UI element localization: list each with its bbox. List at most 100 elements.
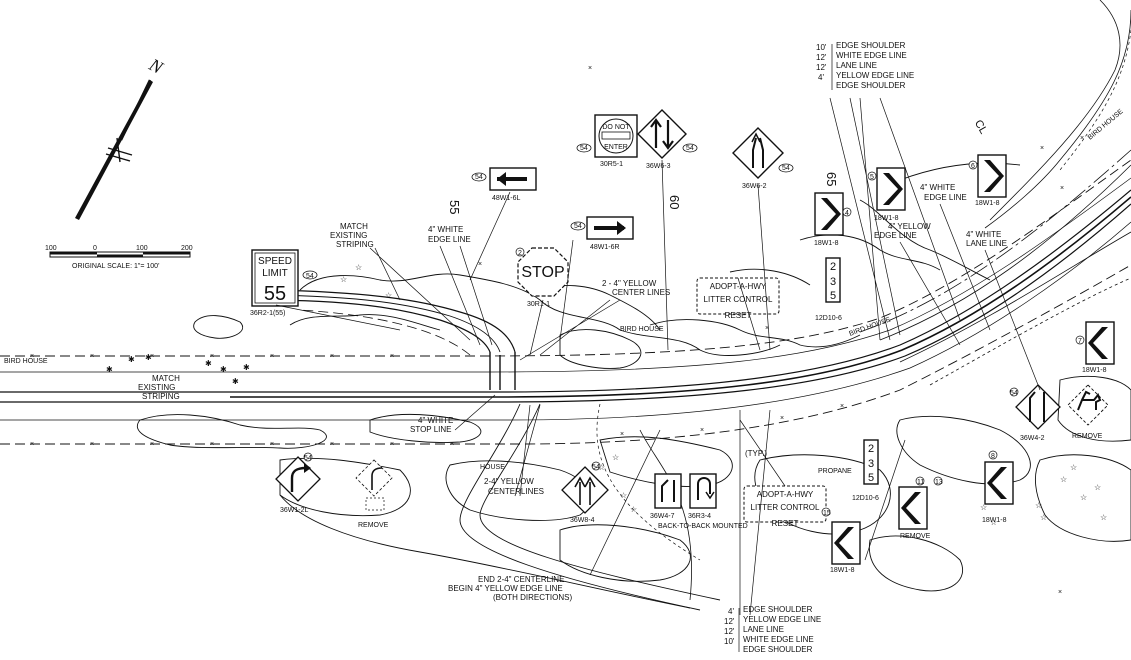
mm-b-bot: 5 — [868, 472, 874, 484]
svg-text:×: × — [1080, 135, 1084, 142]
crossroad-sign: 36W8-4 — [561, 466, 609, 524]
mm-b-mid: 3 — [868, 458, 874, 470]
svg-text:✱: ✱ — [145, 353, 152, 362]
svg-text:×: × — [588, 65, 592, 72]
north-label: N — [145, 54, 167, 78]
svg-text:×: × — [330, 353, 334, 360]
arrow-left-code: 48W1-6L — [492, 195, 521, 202]
back-to-back-signs: 36W4-7 36R3-4 BACK-TO-BACK MOUNTED — [650, 473, 748, 530]
svg-text:×: × — [1040, 145, 1044, 152]
do-not-enter-sign: DO NOT ENTER 30R5-1 54 — [576, 114, 638, 168]
speed-limit-code: 36R2-1(55) — [250, 310, 285, 317]
chevron-a-callout: 4 — [845, 210, 849, 217]
sec-top-dim-2: 12' — [816, 63, 827, 72]
speed-limit-sign: SPEED LIMIT 55 36R2-1(55) 54 — [250, 249, 318, 317]
lane-ends-callout: 54 — [1010, 390, 1018, 397]
propane-label: PROPANE — [818, 468, 852, 475]
turn-code: 36W1-2L — [280, 507, 309, 514]
litter-control-sign-b: ADOPT-A-HWY LITTER CONTROL RESET — [743, 485, 827, 528]
svg-text:☆: ☆ — [355, 263, 362, 272]
vegetation-outlines: ☆☆☆ ✱✱✱ ✱✱✱ ✱☆☆ ☆☆☆ ☆☆☆ ☆☆☆ ☆☆ — [106, 162, 1131, 609]
speed-limit-callout: 54 — [306, 273, 314, 280]
svg-text:×: × — [90, 441, 94, 448]
svg-text:×: × — [1058, 589, 1062, 596]
lane-ends-code: 36W4-2 — [1020, 435, 1045, 442]
svg-text:×: × — [1060, 185, 1064, 192]
mm-a-code: 12D10-6 — [815, 315, 842, 322]
chevron-b-callout: 5 — [870, 174, 874, 181]
chevron-g-code: 18W1-8 — [830, 567, 855, 574]
svg-text:☆: ☆ — [385, 291, 392, 300]
chevron-c-code: 18W1-8 — [975, 200, 1000, 207]
svg-text:☆: ☆ — [630, 505, 637, 514]
scale-bar: 100 0 100 200 ORIGINAL SCALE: 1"= 100' — [45, 245, 193, 270]
north-arrow: N — [75, 54, 167, 220]
svg-text:×: × — [780, 415, 784, 422]
chevron-d-callout: 7 — [1078, 338, 1082, 345]
sec-top-text-4: EDGE SHOULDER — [836, 81, 906, 90]
svg-text:☆: ☆ — [1094, 483, 1101, 492]
divided-hwy-code: 36W6-2 — [742, 183, 767, 190]
sec-bot-text-3: WHITE EDGE LINE — [743, 635, 814, 644]
sec-top-text-0: EDGE SHOULDER — [836, 41, 906, 50]
white-lane-1: 4" WHITE — [966, 230, 1001, 239]
speed-limit-value: 55 — [264, 283, 286, 305]
chevron-sign-g: 18W1-8 — [830, 521, 861, 574]
chevron-sign-d: 18W1-8 — [1082, 321, 1115, 374]
end-center-2: BEGIN 4" YELLOW EDGE LINE — [448, 584, 563, 593]
svg-text:☆: ☆ — [612, 453, 619, 462]
chevron-e-code: 18W1-8 — [982, 517, 1007, 524]
scale-tick-2: 100 — [136, 245, 148, 252]
stop-line-1: 4" WHITE — [418, 416, 453, 425]
svg-text:×: × — [210, 441, 214, 448]
svg-text:☆: ☆ — [598, 463, 605, 472]
scale-tick-0: 100 — [45, 245, 57, 252]
sec-bot-text-2: LANE LINE — [743, 625, 784, 634]
yellow-edge-1: 4" YELLOW — [888, 222, 931, 231]
equestrian-sign: REMOVE — [1067, 384, 1109, 440]
litter-a-line2: LITTER CONTROL — [704, 295, 773, 304]
white-lane-2: LANE LINE — [966, 239, 1007, 248]
svg-text:☆: ☆ — [980, 503, 987, 512]
litter-b-line2: LITTER CONTROL — [751, 503, 820, 512]
b2b-note: BACK-TO-BACK MOUNTED — [658, 523, 748, 530]
mm-a-top: 2 — [830, 261, 836, 273]
arrow-right-code: 48W1-6R — [590, 244, 620, 251]
match-b-3: STRIPING — [142, 392, 180, 401]
svg-text:✱: ✱ — [205, 359, 212, 368]
typical-section-top: 10' EDGE SHOULDER 12' WHITE EDGE LINE 12… — [816, 41, 914, 90]
sec-bot-dim-0: 4' — [728, 607, 734, 616]
svg-text:×: × — [620, 431, 624, 438]
sec-top-text-1: WHITE EDGE LINE — [836, 51, 907, 60]
litter-b-line3: RESET — [772, 519, 799, 528]
svg-text:✱: ✱ — [243, 363, 250, 372]
dne-line2: ENTER — [604, 144, 628, 151]
svg-text:×: × — [270, 441, 274, 448]
svg-text:✱: ✱ — [232, 377, 239, 386]
scale-tick-1: 0 — [93, 245, 97, 252]
speed-limit-line2: LIMIT — [262, 268, 288, 279]
house-label: HOUSE — [480, 464, 505, 471]
remove-label-a: REMOVE — [358, 522, 389, 529]
yellow-edge-2: EDGE LINE — [874, 231, 917, 240]
arrow-right-sign: 48W1-6R 54 — [570, 216, 634, 251]
match-a-1: MATCH — [340, 222, 368, 231]
chevron-sign-c: 18W1-8 — [975, 154, 1007, 207]
svg-text:×: × — [90, 353, 94, 360]
arrow-left-sign: 48W1-6L 54 — [471, 167, 537, 202]
sec-bot-dim-2: 12' — [724, 627, 735, 636]
svg-text:×: × — [478, 261, 482, 268]
dne-callout: 54 — [580, 145, 588, 152]
b2b-code-b: 36R3-4 — [688, 513, 711, 520]
chevron-g-callout: 13 — [935, 479, 943, 486]
sec-top-dim-0: 10' — [816, 43, 827, 52]
svg-text:×: × — [270, 353, 274, 360]
note-callouts: MATCH EXISTING STRIPING MATCH EXISTING S… — [4, 97, 1125, 616]
arrow-left-callout: 54 — [475, 174, 483, 181]
typical-section-bottom: 4' EDGE SHOULDER 12' YELLOW EDGE LINE 12… — [724, 605, 821, 654]
sec-bot-text-1: YELLOW EDGE LINE — [743, 615, 821, 624]
mile-marker-a: 2 3 5 12D10-6 — [815, 257, 842, 322]
svg-text:☆: ☆ — [340, 275, 347, 284]
svg-text:×: × — [700, 427, 704, 434]
